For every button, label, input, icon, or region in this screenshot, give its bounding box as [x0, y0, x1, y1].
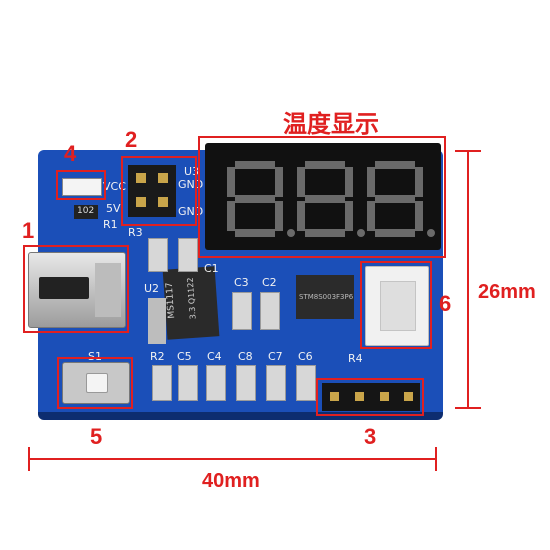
power-header-pins — [128, 165, 176, 217]
label-r2: R2 — [150, 350, 165, 363]
digit-3 — [367, 161, 435, 237]
pad-c2 — [260, 292, 280, 330]
height-dimension-tick-top — [455, 150, 481, 152]
label-c5: C5 — [177, 350, 192, 363]
label-c7: C7 — [268, 350, 283, 363]
callout-box-3 — [316, 378, 424, 416]
callout-number-3: 3 — [364, 424, 377, 449]
callout-number-1: 1 — [22, 218, 35, 243]
label-r1: R1 — [103, 218, 118, 231]
label-s1: S1 — [88, 350, 102, 363]
width-dimension-line — [28, 458, 436, 460]
callout-number-2: 2 — [125, 127, 138, 152]
sensor-connector — [365, 266, 429, 346]
callout-box-display — [198, 136, 446, 258]
mcu-label: STM8S003F3P6 — [299, 293, 354, 301]
width-dimension-tick-right — [435, 447, 437, 471]
mcu-chip: STM8S003F3P6 — [296, 275, 354, 319]
regulator-ic: MS1117 3.3 Q1122 — [162, 266, 220, 340]
pad-r2 — [152, 365, 172, 401]
power-led — [62, 178, 102, 196]
digit-1 — [227, 161, 295, 237]
width-dimension-tick-left — [28, 447, 30, 471]
callout-box-6 — [360, 261, 432, 349]
label-r4: R4 — [348, 352, 363, 365]
height-dimension-tick-bottom — [455, 407, 481, 409]
label-c1: C1 — [204, 262, 219, 275]
reset-button — [62, 362, 130, 404]
callout-box-5 — [57, 357, 133, 409]
callout-box-2 — [121, 156, 197, 226]
callout-number-6: 6 — [439, 291, 452, 316]
pad-c7 — [266, 365, 286, 401]
height-dimension-line — [467, 150, 469, 408]
callout-number-4: 4 — [64, 141, 77, 166]
display-digits — [227, 161, 435, 237]
regulator-tab — [148, 298, 166, 344]
regulator-ic-sublabel: 3.3 Q1122 — [185, 277, 198, 320]
pad-c8 — [236, 365, 256, 401]
label-c6: C6 — [298, 350, 313, 363]
pad-c3 — [232, 292, 252, 330]
callout-box-4 — [56, 170, 106, 200]
led-resistor-code: 102 — [77, 206, 95, 216]
height-dimension-label: 26mm — [478, 281, 536, 303]
label-5v: 5V — [106, 202, 121, 215]
data-header-pins — [322, 383, 420, 411]
digit-2 — [297, 161, 365, 237]
width-dimension-label: 40mm — [202, 470, 260, 492]
seven-segment-display — [205, 143, 441, 250]
pad-r3 — [148, 238, 168, 272]
label-r3: R3 — [128, 226, 143, 239]
pad-c4 — [206, 365, 226, 401]
label-c4: C4 — [207, 350, 222, 363]
pad-c5 — [178, 365, 198, 401]
label-u2: U2 — [144, 282, 160, 295]
led-resistor: 102 — [74, 205, 98, 219]
pad-c1 — [178, 238, 198, 272]
label-c8: C8 — [238, 350, 253, 363]
page-title: 温度显示 — [283, 110, 379, 138]
label-c3: C3 — [234, 276, 249, 289]
regulator-ic-label: MS1117 — [164, 281, 178, 319]
mini-usb-connector — [28, 252, 126, 328]
pad-c6 — [296, 365, 316, 401]
callout-number-5: 5 — [90, 424, 103, 449]
board-shadow — [38, 412, 443, 420]
callout-box-1 — [23, 245, 129, 333]
label-vcc: VCC — [103, 180, 126, 193]
label-c2: C2 — [262, 276, 277, 289]
